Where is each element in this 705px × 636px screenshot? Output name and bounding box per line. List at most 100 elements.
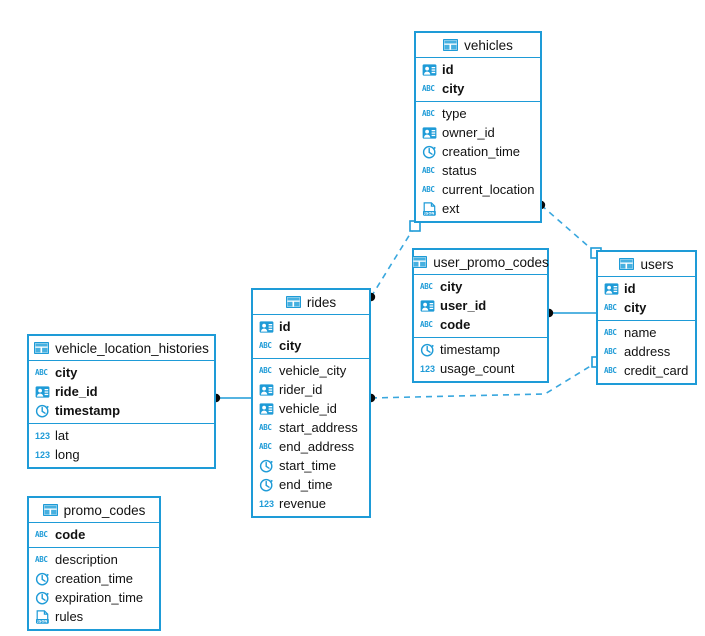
field-label: lat xyxy=(55,428,69,443)
field-label: type xyxy=(442,106,467,121)
field-rides-start_time[interactable]: start_time xyxy=(253,456,369,475)
field-label: creation_time xyxy=(55,571,134,586)
field-label: credit_card xyxy=(624,363,689,378)
clock-icon xyxy=(35,404,49,417)
relationship-rel-vehicle-location-histories-rides[interactable] xyxy=(211,393,251,403)
field-rides-vehicle_id[interactable]: vehicle_id xyxy=(253,399,369,418)
field-rides-revenue[interactable]: 123 revenue xyxy=(253,494,369,513)
pk-field-user_promo_codes-city[interactable]: ABC city xyxy=(414,277,547,296)
field-label: ride_id xyxy=(55,384,98,399)
field-label: revenue xyxy=(279,496,326,511)
table-header-users[interactable]: users xyxy=(598,252,695,277)
pk-field-rides-id[interactable]: id xyxy=(253,317,369,336)
table-header-rides[interactable]: rides xyxy=(253,290,369,315)
field-label: id xyxy=(279,319,291,334)
number-type-icon: 123 xyxy=(259,498,275,509)
string-type-icon: ABC xyxy=(422,83,435,93)
field-label: address xyxy=(624,344,671,359)
json-file-icon: JSON xyxy=(423,201,436,216)
field-label: city xyxy=(440,279,463,294)
table-header-user_promo_codes[interactable]: user_promo_codes xyxy=(412,250,549,275)
table-header-vehicle_location_histories[interactable]: vehicle_location_histories xyxy=(29,336,214,361)
id-badge-icon xyxy=(259,320,274,333)
string-type-icon: ABC xyxy=(35,367,48,377)
table-icon xyxy=(412,256,428,268)
field-label: vehicle_city xyxy=(279,363,347,378)
id-badge-icon xyxy=(35,385,50,398)
field-promo_codes-expiration_time[interactable]: expiration_time xyxy=(29,588,159,607)
field-label: rules xyxy=(55,609,84,624)
field-label: city xyxy=(624,300,647,315)
field-promo_codes-rules[interactable]: JSON rules xyxy=(29,607,159,626)
string-type-icon: ABC xyxy=(420,319,433,329)
table-header-promo_codes[interactable]: promo_codes xyxy=(29,498,159,523)
pk-field-rides-city[interactable]: ABC city xyxy=(253,336,369,355)
field-rides-end_time[interactable]: end_time xyxy=(253,475,369,494)
field-label: vehicle_id xyxy=(279,401,337,416)
field-user_promo_codes-timestamp[interactable]: timestamp xyxy=(414,340,547,359)
pk-field-vehicle_location_histories-ride_id[interactable]: ride_id xyxy=(29,382,214,401)
field-vehicles-owner_id[interactable]: owner_id xyxy=(416,123,540,142)
string-type-icon: ABC xyxy=(259,340,272,350)
table-icon xyxy=(443,39,459,51)
field-label: timestamp xyxy=(440,342,500,357)
relationship-rel-user-promo-codes-users[interactable] xyxy=(544,308,596,318)
field-vehicles-creation_time[interactable]: creation_time xyxy=(416,142,540,161)
id-badge-icon xyxy=(604,282,619,295)
pk-field-vehicles-id[interactable]: id xyxy=(416,60,540,79)
field-label: timestamp xyxy=(55,403,121,418)
table-icon xyxy=(42,504,58,516)
field-rides-rider_id[interactable]: rider_id xyxy=(253,380,369,399)
field-label: start_time xyxy=(279,458,337,473)
string-type-icon: ABC xyxy=(420,281,433,291)
table-title: rides xyxy=(306,294,337,310)
relationship-line xyxy=(370,225,416,298)
clock-icon xyxy=(422,145,436,158)
field-promo_codes-creation_time[interactable]: creation_time xyxy=(29,569,159,588)
pk-field-user_promo_codes-user_id[interactable]: user_id xyxy=(414,296,547,315)
clock-icon xyxy=(259,478,273,491)
pk-field-users-id[interactable]: id xyxy=(598,279,695,298)
field-label: city xyxy=(55,365,78,380)
svg-text:JSON: JSON xyxy=(36,619,47,623)
string-type-icon: ABC xyxy=(259,422,272,432)
id-badge-icon xyxy=(422,63,437,76)
pk-field-vehicle_location_histories-timestamp[interactable]: timestamp xyxy=(29,401,214,420)
field-label: city xyxy=(279,338,302,353)
id-badge-icon xyxy=(259,402,274,415)
field-label: name xyxy=(624,325,657,340)
table-header-vehicles[interactable]: vehicles xyxy=(416,33,540,58)
pk-field-vehicle_location_histories-city[interactable]: ABC city xyxy=(29,363,214,382)
